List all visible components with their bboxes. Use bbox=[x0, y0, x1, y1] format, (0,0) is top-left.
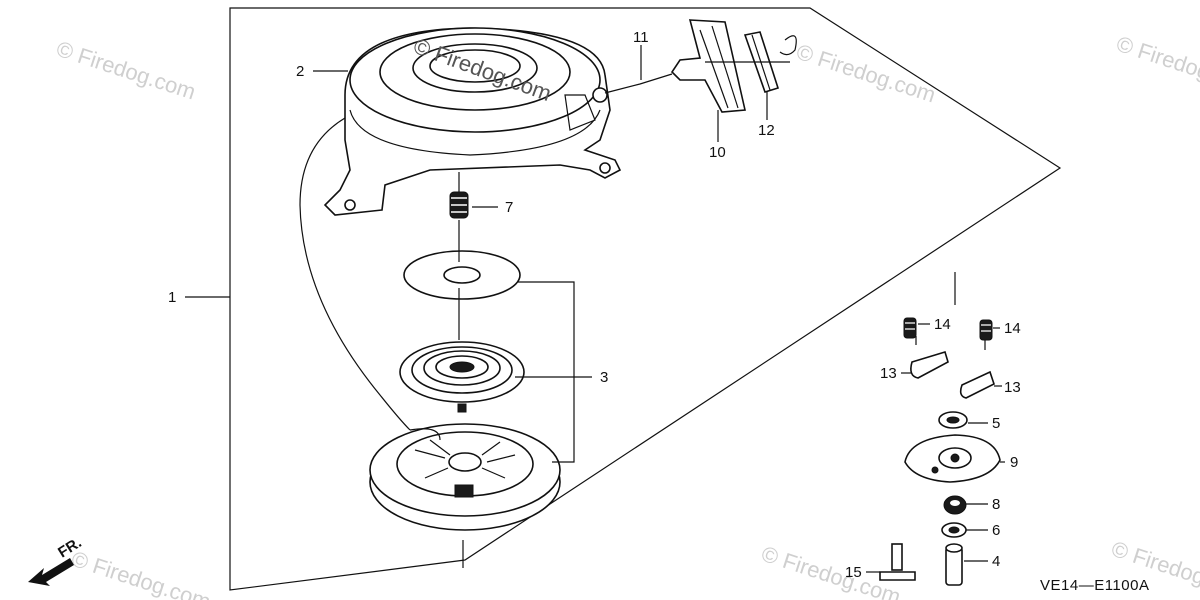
background-watermarks: © Firedog.com © Firedog.com © Firedog.co… bbox=[53, 31, 1200, 600]
callout-15: 15 bbox=[845, 564, 862, 581]
assembly-boundary bbox=[229, 7, 1062, 591]
watermark: © Firedog.com bbox=[793, 39, 938, 107]
watermark: © Firedog.com bbox=[758, 541, 903, 600]
callout-2: 2 bbox=[296, 63, 304, 80]
leader-lines bbox=[185, 45, 1005, 573]
diagram-code: VE14—E1100A bbox=[1040, 577, 1149, 594]
callout-6: 6 bbox=[992, 522, 1000, 539]
bolt-15 bbox=[879, 543, 916, 581]
callout-13: 13 bbox=[1004, 379, 1021, 396]
callout-7: 7 bbox=[505, 199, 513, 216]
watermark: © Firedog.com bbox=[68, 546, 213, 600]
ratchet-13-left bbox=[910, 351, 949, 379]
spring-14-left bbox=[903, 317, 917, 345]
callout-1: 1 bbox=[168, 289, 176, 306]
watermark: © Firedog.com bbox=[53, 36, 198, 104]
watermark: © Firedog.com bbox=[1113, 31, 1200, 99]
callout-13: 13 bbox=[880, 365, 897, 382]
callout-9: 9 bbox=[1010, 454, 1018, 471]
callout-14: 14 bbox=[934, 316, 951, 333]
starter-case bbox=[323, 27, 622, 216]
grip-insert bbox=[705, 31, 797, 93]
spring-8 bbox=[943, 495, 967, 515]
collar-4 bbox=[945, 543, 963, 586]
starter-grip bbox=[670, 19, 746, 113]
callout-5: 5 bbox=[992, 415, 1000, 432]
washer-6 bbox=[941, 522, 967, 538]
washer bbox=[403, 250, 521, 300]
callout-14: 14 bbox=[1004, 320, 1021, 337]
return-spring bbox=[399, 341, 525, 413]
ratchet-guide-9 bbox=[904, 434, 1001, 483]
washer-5 bbox=[938, 411, 968, 429]
callout-11: 11 bbox=[633, 29, 649, 46]
starter-reel bbox=[369, 423, 561, 531]
spring-14-right bbox=[979, 319, 993, 350]
callout-3: 3 bbox=[600, 369, 608, 386]
callout-12: 12 bbox=[758, 122, 775, 139]
spring-7 bbox=[449, 191, 469, 219]
callout-4: 4 bbox=[992, 553, 1000, 570]
callouts: 1 2 3 4 5 6 7 8 9 10 11 12 13 13 14 14 1… bbox=[168, 29, 1021, 581]
callout-10: 10 bbox=[709, 144, 726, 161]
callout-8: 8 bbox=[992, 496, 1000, 513]
ratchet-13-right bbox=[959, 370, 995, 399]
